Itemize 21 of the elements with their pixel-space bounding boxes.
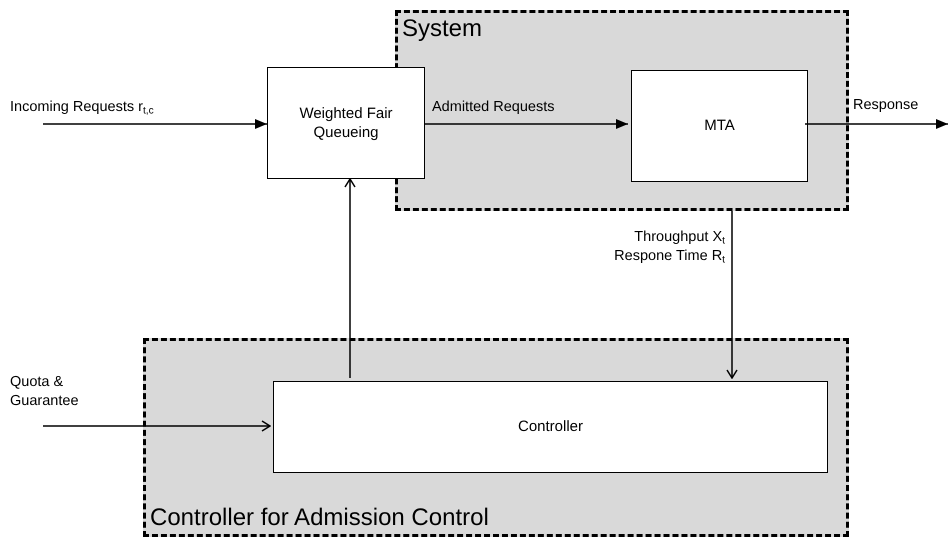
box-label: MTA [703, 116, 736, 136]
arrow [43, 420, 271, 432]
box-label: Controller [516, 417, 584, 437]
arrow [805, 119, 948, 129]
edge-label: Admitted Requests [432, 98, 555, 117]
group-title: System [402, 15, 482, 43]
process-box [631, 70, 808, 182]
arrow [43, 119, 267, 129]
edge-label: Incoming Requests r$_{t,c}$ [10, 98, 154, 117]
edge-label: Quota & Guarantee [10, 373, 80, 411]
arrow [344, 178, 356, 378]
group-band [143, 338, 849, 537]
group-band [395, 10, 849, 211]
box-label: Weighted Fair Queueing [298, 104, 394, 142]
edge-label: Throughput X$_{t}$ Respone Time R$_{t}$ [613, 228, 725, 266]
arrow [425, 119, 628, 129]
process-box [273, 381, 828, 473]
arrow [726, 211, 738, 379]
edge-label: Response [853, 96, 918, 115]
process-box [267, 67, 425, 179]
group-title: Controller for Admission Control [150, 504, 489, 532]
